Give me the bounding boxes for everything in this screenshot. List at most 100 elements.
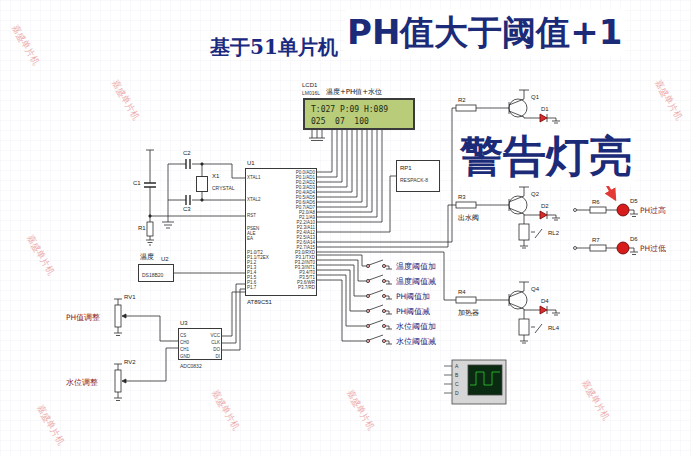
pin-name: CH1 [180, 347, 189, 352]
watermark: 嘉盛单片机 [578, 377, 612, 422]
wire [317, 176, 396, 232]
pin-name: P1.3 [247, 265, 256, 270]
part-value: RESPACK-8 [400, 177, 428, 183]
button-wiring [382, 279, 385, 282]
pin-name: P2.0/A8 [299, 210, 315, 215]
driver-stage [519, 319, 529, 335]
adc-wiring [122, 379, 126, 383]
part-reference: C2 [183, 150, 191, 156]
ph-alarm-leds [576, 210, 638, 255]
button-wiring [382, 324, 385, 327]
driver-stage [317, 187, 560, 248]
part-label: PH过高 [640, 206, 666, 216]
part-reference: D4 [541, 298, 549, 304]
pin-name: P2.6/A14 [296, 240, 315, 245]
pin-name: PSEN [247, 226, 259, 231]
part-reference: C1 [133, 180, 141, 186]
part-reference: D5 [630, 198, 638, 204]
pin-name: P1.5 [247, 275, 256, 280]
button-wiring [382, 309, 385, 312]
button-wiring [317, 255, 392, 344]
part-reference: X1 [212, 173, 219, 179]
button-wiring [382, 294, 385, 297]
button-label: PH阈值加 [396, 292, 430, 302]
part-reference: R7 [592, 237, 600, 243]
driver-stage [509, 291, 527, 309]
crystal-circuit [186, 159, 190, 205]
part-reference: D2 [541, 203, 549, 209]
button-wiring [382, 339, 385, 342]
part-reference: AT89C51 [247, 299, 272, 305]
resistor-pack: RP1RESPACK-8 [396, 160, 440, 192]
button-label: PH阈值减 [396, 307, 430, 317]
part-reference: R1 [138, 225, 146, 231]
part-reference: Q4 [531, 286, 539, 292]
ph-alarm-leds [617, 242, 629, 254]
pin-name: VCC [210, 333, 220, 338]
wire [202, 192, 245, 200]
pin-name: P2.2/A10 [296, 220, 315, 225]
pin-name: CLK [211, 340, 220, 345]
button-label: 水位阈值加 [396, 322, 436, 332]
part-label: 水位调整 [66, 378, 98, 388]
pin-name: XTAL1 [247, 175, 260, 180]
pin-name: P1.7 [247, 285, 256, 290]
pin-name: P0.4/AD4 [296, 190, 315, 195]
oscilloscope [444, 360, 506, 404]
reset-circuit [149, 215, 151, 217]
driver-stage [519, 224, 529, 240]
part-label: 加热器 [458, 308, 479, 318]
pin-name: P2.5/A13 [296, 235, 315, 240]
part-reference: R6 [592, 199, 600, 205]
driver-stage [456, 297, 476, 303]
watermark: 嘉盛单片机 [651, 77, 685, 122]
lcd-line: 025 07 100 [311, 117, 369, 126]
part-reference: U3 [180, 320, 188, 326]
callout-text: 警告灯亮 [458, 128, 634, 186]
adc-wiring [222, 284, 245, 350]
pin-name: P0.5/AD5 [296, 195, 315, 200]
part-reference: RP1 [400, 165, 412, 171]
part-reference: RL4 [548, 325, 559, 331]
crystal-circuit [162, 159, 245, 228]
button-label: 温度阈值减 [396, 277, 436, 287]
part-reference: RV1 [124, 294, 136, 300]
pin-name: P0.0/AD0 [296, 170, 315, 175]
pin-name: P2.4/A12 [296, 230, 315, 235]
watermark: 嘉盛单片机 [208, 387, 242, 432]
pin-name: P3.5/T1 [299, 275, 315, 280]
button-wiring [369, 260, 383, 340]
pin-name: P3.3/INT1 [295, 265, 315, 270]
pin-name: DI [216, 354, 221, 359]
wire [174, 273, 245, 274]
callout-text: PH值大于阈值+1 [345, 10, 625, 56]
ph-alarm-leds [617, 204, 629, 216]
pin-name: P0.6/AD6 [296, 200, 315, 205]
oscilloscope [468, 365, 502, 395]
pin-name: P0.7/AD7 [296, 205, 315, 210]
scope-channel: A [455, 363, 458, 369]
part-reference: Q1 [531, 94, 539, 100]
part-reference: R4 [458, 289, 466, 295]
watermark: 嘉盛单片机 [108, 77, 142, 122]
pin-name: P1.1/T2EX [247, 255, 269, 260]
driver-stage [540, 306, 547, 314]
pin-name: P3.2/INT0 [295, 260, 315, 265]
crystal-circuit [201, 163, 203, 165]
adc-wiring [114, 284, 245, 401]
diagram-title: 基于51单片机 [210, 34, 338, 61]
part-value: LM016L [302, 90, 320, 96]
pin-name: P2.7/A15 [296, 245, 315, 250]
watermark: 嘉盛单片机 [8, 22, 42, 67]
pin-name: P0.1/AD1 [296, 175, 315, 180]
button-wiring [366, 294, 369, 297]
wire [222, 292, 245, 336]
pin-name: ALE [247, 231, 256, 236]
crystal-symbol: X1CRYSTAL [196, 176, 208, 192]
pin-name: P3.1/TXD [295, 255, 315, 260]
ph-alarm-leds [574, 204, 639, 255]
lcd-module: T:027 P:09 H:089025 07 100LCD1LM016L温度+P… [300, 82, 418, 130]
pin-name: P1.6 [247, 280, 256, 285]
